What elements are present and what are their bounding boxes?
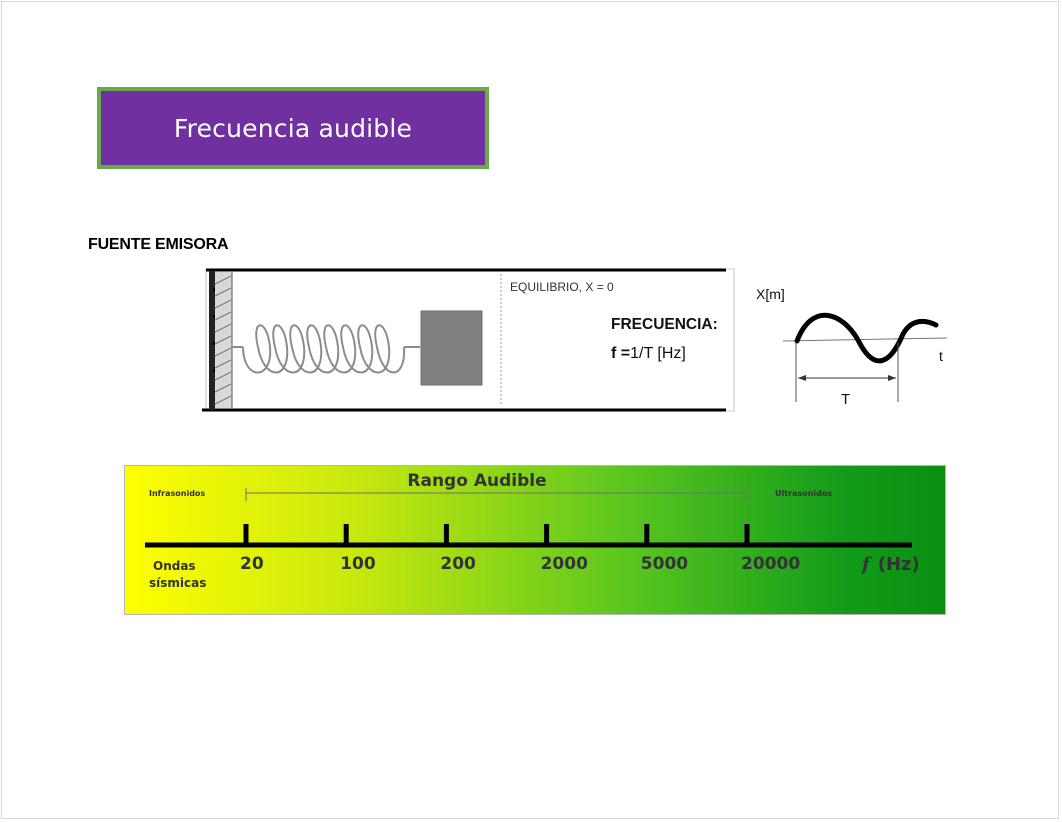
axis-unit: (Hz)	[878, 554, 920, 575]
tick-label-20: 20	[240, 554, 264, 574]
spring	[232, 324, 420, 374]
axis-label: f(Hz)	[860, 554, 920, 575]
ultra-label: Ultrasonidos	[775, 489, 832, 498]
tick-mark-5000	[644, 524, 650, 544]
tick-mark-200	[443, 524, 449, 544]
formula-rest: 1/T [Hz]	[630, 345, 686, 362]
scale-svg: Rango Audible Infrasonidos Ultrasonidos …	[145, 471, 920, 590]
sine-wave	[794, 312, 939, 364]
wave-y-label: X[m]	[756, 286, 785, 302]
frequency-label: FRECUENCIA:	[611, 316, 718, 333]
wall	[209, 271, 233, 410]
wave-x-label: t	[939, 348, 943, 364]
tick-label-2000: 2000	[541, 554, 588, 574]
source-heading: FUENTE EMISORA	[88, 236, 229, 253]
tick-mark-20	[243, 524, 249, 544]
tick-label-200: 200	[440, 554, 476, 574]
axis-symbol: f	[860, 554, 873, 575]
tick-mark-100	[343, 524, 349, 544]
period-label: T	[841, 391, 850, 408]
wall-bumps	[213, 288, 215, 372]
tick-mark-20000	[744, 524, 750, 544]
tick-labels: 20 100 200 2000 5000 20000	[240, 554, 800, 574]
tick-label-100: 100	[340, 554, 376, 574]
tick-marks	[243, 524, 750, 544]
wave-graph: X[m] t T	[756, 286, 948, 408]
tick-label-5000: 5000	[641, 554, 688, 574]
seismic-label-line1: Ondas	[153, 559, 196, 573]
seismic-label-line2: sísmicas	[149, 576, 206, 590]
tick-mark-2000	[544, 524, 550, 544]
mass-block	[420, 310, 483, 386]
frequency-scale: Rango Audible Infrasonidos Ultrasonidos …	[124, 465, 946, 615]
range-label: Rango Audible	[407, 471, 546, 491]
title-box: Frecuencia audible	[97, 87, 489, 169]
equilibrium-label: EQUILIBRIO, X = 0	[510, 280, 614, 294]
formula-bold: f =	[611, 345, 630, 362]
infra-label: Infrasonidos	[149, 489, 205, 498]
formula: f =1/T [Hz]	[611, 345, 686, 362]
slide-title: Frecuencia audible	[173, 113, 413, 143]
range-bracket	[245, 488, 747, 501]
tick-label-20000: 20000	[741, 554, 800, 574]
